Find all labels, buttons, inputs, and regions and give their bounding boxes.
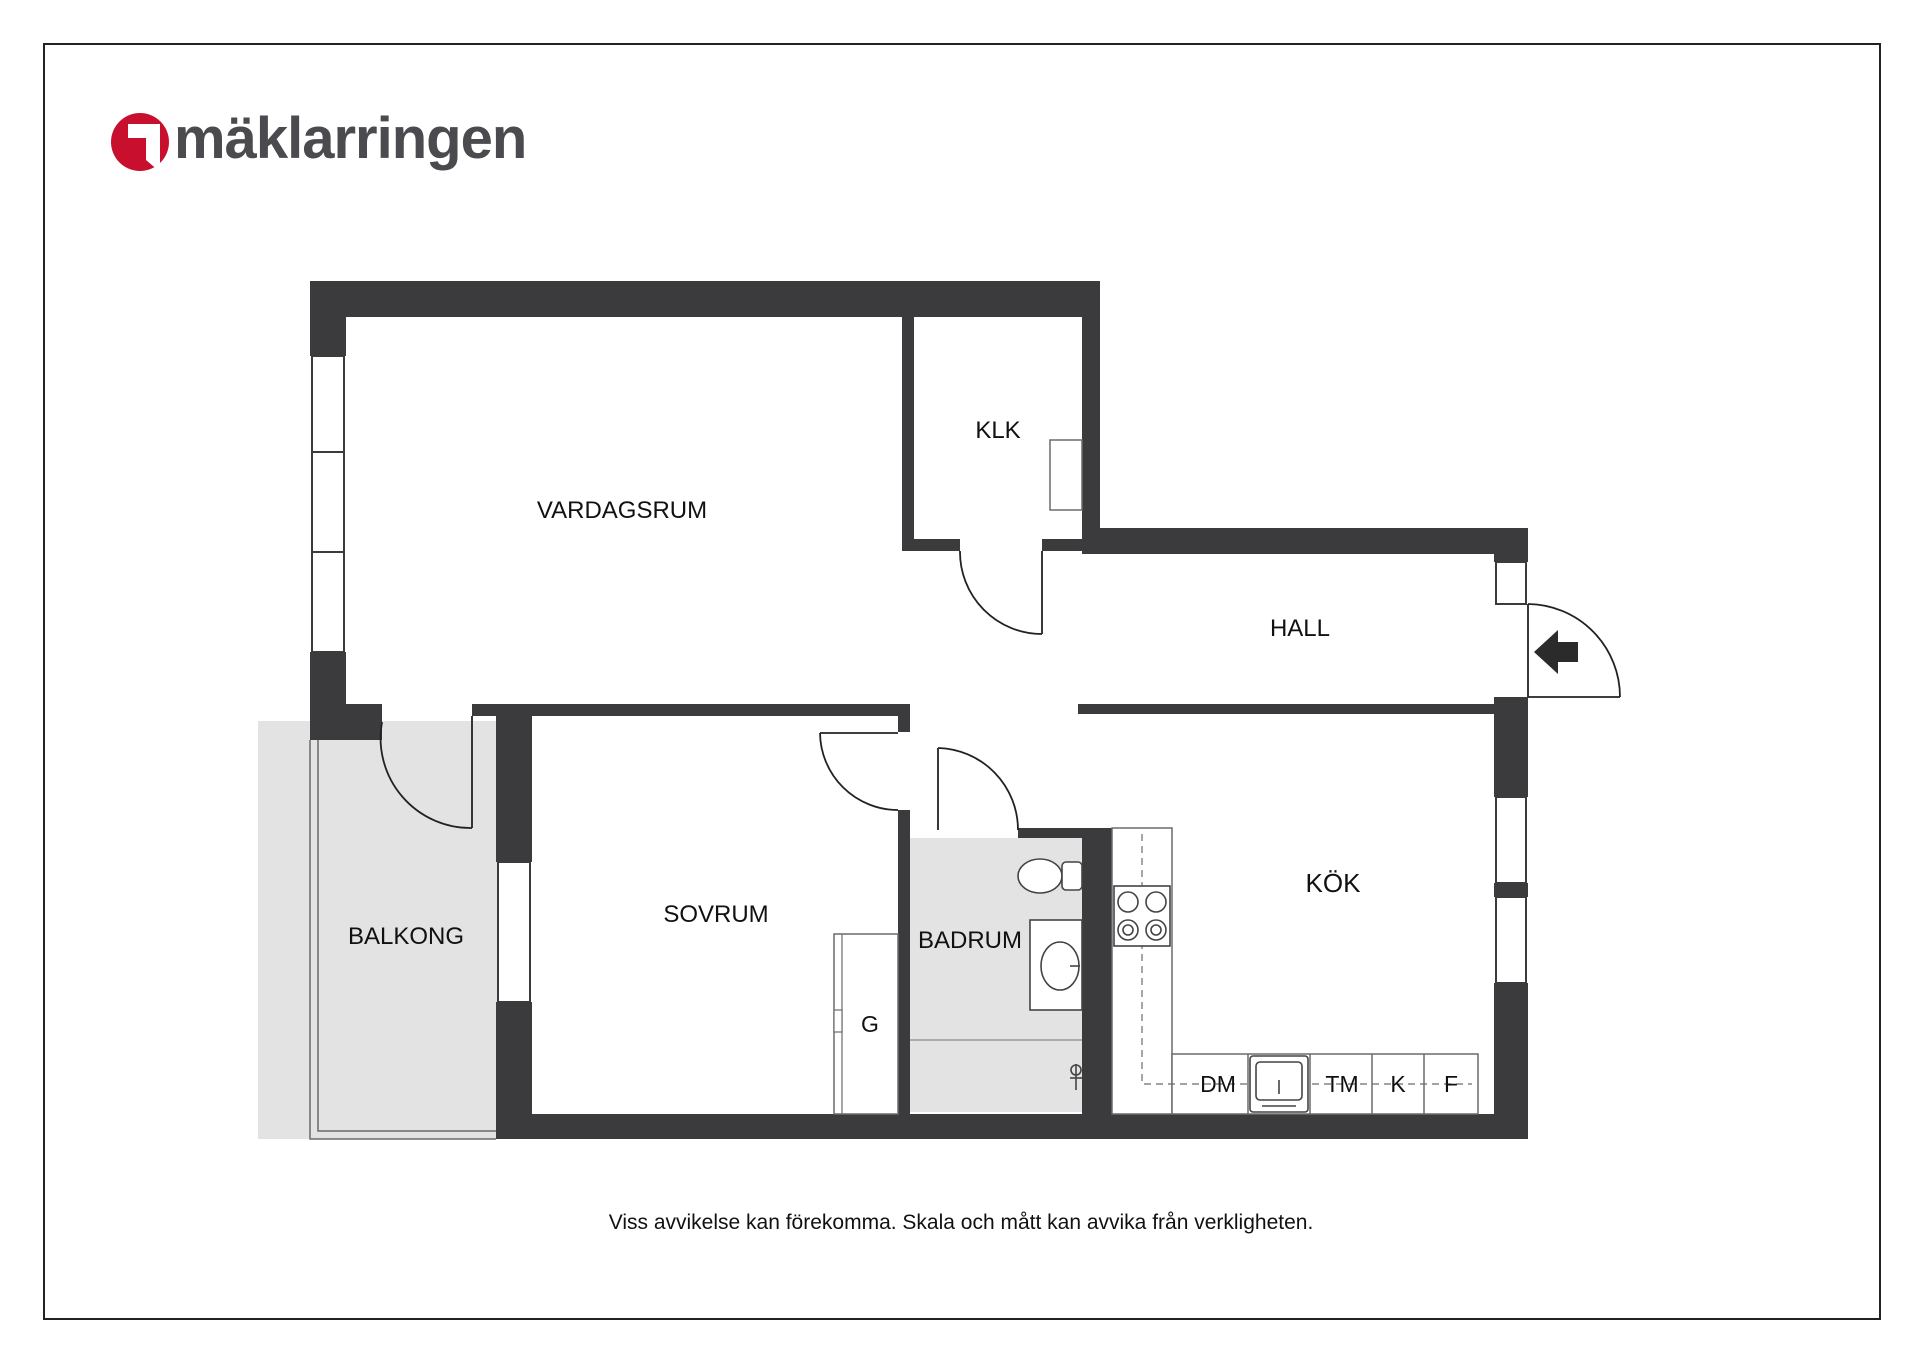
- label-kok: KÖK: [1306, 868, 1362, 898]
- disclaimer: Viss avvikelse kan förekomma. Skala och …: [609, 1211, 1314, 1234]
- label-dishwasher: DM: [1200, 1071, 1236, 1097]
- fixture-labels: G DM TM K F: [861, 1011, 1458, 1097]
- floors: [258, 721, 1084, 1139]
- label-balkong: BALKONG: [348, 923, 464, 950]
- logo-mark-icon: [111, 113, 169, 172]
- label-hall: HALL: [1270, 615, 1330, 642]
- room-labels: VARDAGSRUM KLK HALL SOVRUM BALKONG BADRU…: [348, 417, 1361, 954]
- sheet-frame: [43, 43, 1881, 1320]
- label-vardagsrum: VARDAGSRUM: [537, 497, 707, 524]
- walls: [310, 281, 1528, 1139]
- label-klk: KLK: [975, 417, 1020, 444]
- logo-wordmark: mäklarringen: [174, 106, 526, 171]
- label-wardrobe: G: [861, 1011, 879, 1037]
- shower-icon: [1070, 1064, 1082, 1090]
- doors: [379, 550, 1621, 831]
- label-badrum: BADRUM: [918, 927, 1022, 954]
- wardrobe: [833, 933, 899, 1115]
- windows: [311, 355, 1527, 1003]
- brand-logo: mäklarringen: [111, 106, 527, 172]
- label-freezer: F: [1444, 1071, 1458, 1097]
- stove-icon: [1113, 885, 1171, 947]
- balcony-outline: [309, 740, 496, 1140]
- sink-icon: [1029, 919, 1083, 1011]
- entrance-arrow-icon: [1534, 630, 1578, 674]
- kitchen-sink-icon: [1249, 1055, 1309, 1113]
- label-sovrum: SOVRUM: [663, 901, 768, 928]
- label-washer: TM: [1325, 1071, 1358, 1097]
- toilet-icon: [1017, 858, 1083, 894]
- counter-dashed-line: [1141, 834, 1472, 1085]
- label-fridge: K: [1390, 1071, 1406, 1097]
- klk-shelf: [1049, 439, 1083, 511]
